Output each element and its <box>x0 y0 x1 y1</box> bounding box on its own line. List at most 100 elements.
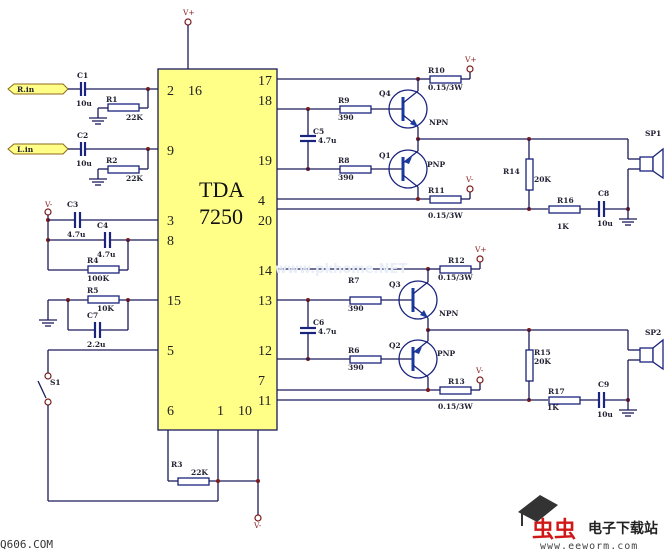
r7-value: 390 <box>348 304 364 313</box>
r2-name: R2 <box>106 156 117 165</box>
pin-7: 7 <box>258 374 265 389</box>
pin-20: 20 <box>258 214 272 229</box>
c3-name: C3 <box>67 200 78 209</box>
r6-name: R6 <box>348 346 359 355</box>
r4-name: R4 <box>87 256 98 265</box>
ic-label-1: TDA <box>199 177 244 202</box>
s1-name: S1 <box>50 378 61 387</box>
r4 <box>87 265 120 274</box>
switch-s1[interactable]: S1 <box>37 349 218 502</box>
r7-name: R7 <box>348 276 359 285</box>
r11-value: 0.15/3W <box>428 211 463 220</box>
r13 <box>439 386 472 395</box>
q4-name: Q4 <box>379 89 391 98</box>
logo-bug-glyphs: 虫虫 <box>532 517 576 543</box>
pin-17: 17 <box>258 74 272 89</box>
speaker-sp2-icon <box>639 338 664 371</box>
r8 <box>339 165 372 174</box>
r5-c7-network: R5 10K C7 2.2u <box>39 286 158 349</box>
c5-name: C5 <box>313 127 324 136</box>
r9-value: 390 <box>338 113 354 122</box>
faint-watermark: www.pkhome.NET <box>275 262 407 277</box>
logo-url: www.eeworm.com <box>540 541 638 551</box>
r5-name: R5 <box>87 286 98 295</box>
c9-value: 10u <box>597 410 613 419</box>
r2-value: 22K <box>126 174 143 183</box>
c8-value: 10u <box>597 219 613 228</box>
c5-value: 4.7u <box>318 136 337 145</box>
vminus-r11-label: V- <box>465 175 474 184</box>
q2-name: Q2 <box>389 341 401 350</box>
pin-4: 4 <box>258 194 265 209</box>
ic-label-2: 7250 <box>199 204 243 229</box>
r9-name: R9 <box>338 96 349 105</box>
r8-name: R8 <box>338 156 349 165</box>
r10-value: 0.15/3W <box>428 83 463 92</box>
q2-type: PNP <box>437 349 455 358</box>
r13-value: 0.15/3W <box>438 402 473 411</box>
eeworm-logo: 虫虫 电子下载站 www.eeworm.com <box>518 495 658 551</box>
pin-18: 18 <box>258 94 272 109</box>
r5-value: 10K <box>97 304 114 313</box>
c8-name: C8 <box>598 189 609 198</box>
vminus-left-label: V- <box>44 200 53 209</box>
r9 <box>339 105 372 114</box>
transistor-q4 <box>388 79 428 139</box>
r14-value: 20K <box>534 175 551 184</box>
q1-type: PNP <box>427 160 445 169</box>
r1 <box>107 103 140 112</box>
sp2-name: SP2 <box>645 328 661 337</box>
vplus-top: V+ <box>182 8 195 69</box>
vminus-r13-label: V- <box>475 366 484 375</box>
bottom-network: R3 22K V- <box>167 430 262 530</box>
c2-name: C2 <box>77 131 88 140</box>
r1-name: R1 <box>106 95 117 104</box>
r12-name: R12 <box>448 256 465 265</box>
r3-value: 22K <box>191 468 208 477</box>
pin-19: 19 <box>258 154 272 169</box>
q4-type: NPN <box>429 118 448 127</box>
r16-name: R16 <box>557 196 574 205</box>
q3-name: Q3 <box>389 280 401 289</box>
r14 <box>525 158 534 191</box>
output-stage-2: V+ R12 0.15/3W R7 390 C6 4.7u R6 390 Q3 <box>277 245 664 419</box>
c7-value: 2.2u <box>87 340 106 349</box>
c4-value: 4.7u <box>97 250 116 259</box>
pin-12: 12 <box>258 344 272 359</box>
r5 <box>87 295 120 304</box>
r12-value: 0.15/3W <box>438 273 473 282</box>
c4-name: C4 <box>97 221 108 230</box>
r10-name: R10 <box>428 66 445 75</box>
r8-value: 390 <box>338 173 354 182</box>
vminus-bottom-label: V- <box>253 521 262 530</box>
pin-9: 9 <box>167 144 174 159</box>
r6 <box>349 355 382 364</box>
feedback-network: V- C3 4.7u C4 4.7u R4 100K <box>44 200 158 283</box>
r4-value: 100K <box>87 274 110 283</box>
r15-name: R15 <box>534 348 551 357</box>
rin-label: R.in <box>17 85 35 94</box>
r17-value: 1K <box>547 403 559 412</box>
r15-value: 20K <box>534 357 551 366</box>
logo-cn-text: 电子下载站 <box>588 520 658 537</box>
pin-11: 11 <box>258 394 271 409</box>
r15 <box>525 349 534 382</box>
r10 <box>429 75 462 84</box>
r14-name: R14 <box>503 167 520 176</box>
pin-5: 5 <box>167 344 174 359</box>
pin-3: 3 <box>167 214 174 229</box>
r11-name: R11 <box>428 186 445 195</box>
q1-name: Q1 <box>379 151 391 160</box>
r11 <box>429 195 462 204</box>
c6-value: 4.7u <box>318 327 337 336</box>
vplus-r10-label: V+ <box>464 55 477 64</box>
r1-value: 22K <box>126 113 143 122</box>
input-lin: L.in C2 10u R2 22K <box>7 131 158 186</box>
vplus-r12-label: V+ <box>474 245 487 254</box>
c3-value: 4.7u <box>67 230 86 239</box>
ic-body <box>157 68 278 431</box>
r16-value: 1K <box>557 222 569 231</box>
output-stage-1: V+ R10 0.15/3W R9 390 C5 4.7u R8 390 <box>277 55 664 231</box>
